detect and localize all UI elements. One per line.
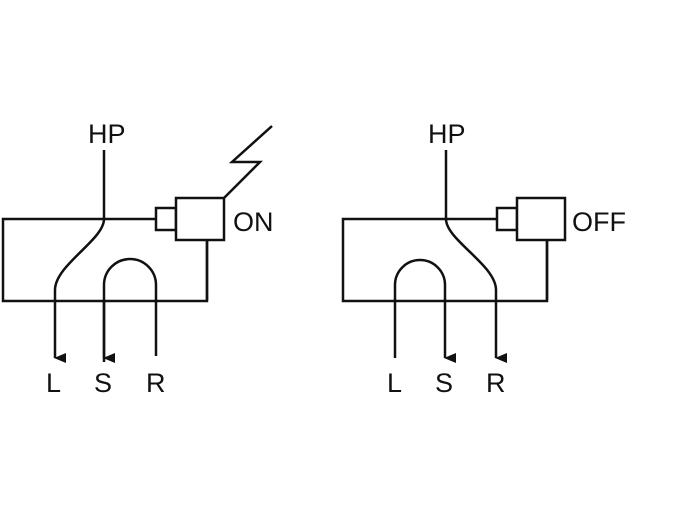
port-label-r: R <box>486 368 506 398</box>
port-label-l: L <box>387 368 403 398</box>
valve-diagram-on <box>1 125 273 363</box>
state-label-off: OFF <box>572 207 626 237</box>
energized-bolt-icon <box>223 125 273 199</box>
valve-diagram-off <box>341 150 567 363</box>
port-label-l: L <box>46 368 62 398</box>
state-label-on: ON <box>233 207 274 237</box>
solenoid-nub <box>154 206 178 232</box>
diverter-path-hp-to-l <box>53 218 106 363</box>
hp-label: HP <box>88 119 126 149</box>
u-bend-s-to-r <box>102 257 158 362</box>
port-label-r: R <box>146 368 166 398</box>
solenoid-coil <box>515 196 567 242</box>
port-label-s: S <box>435 368 454 398</box>
solenoid-nub <box>495 206 519 232</box>
hp-label: HP <box>428 119 466 149</box>
solenoid-coil <box>174 196 226 242</box>
diverter-path-hp-to-r <box>444 218 507 363</box>
port-label-s: S <box>94 368 113 398</box>
u-bend-l-to-s <box>393 258 447 358</box>
